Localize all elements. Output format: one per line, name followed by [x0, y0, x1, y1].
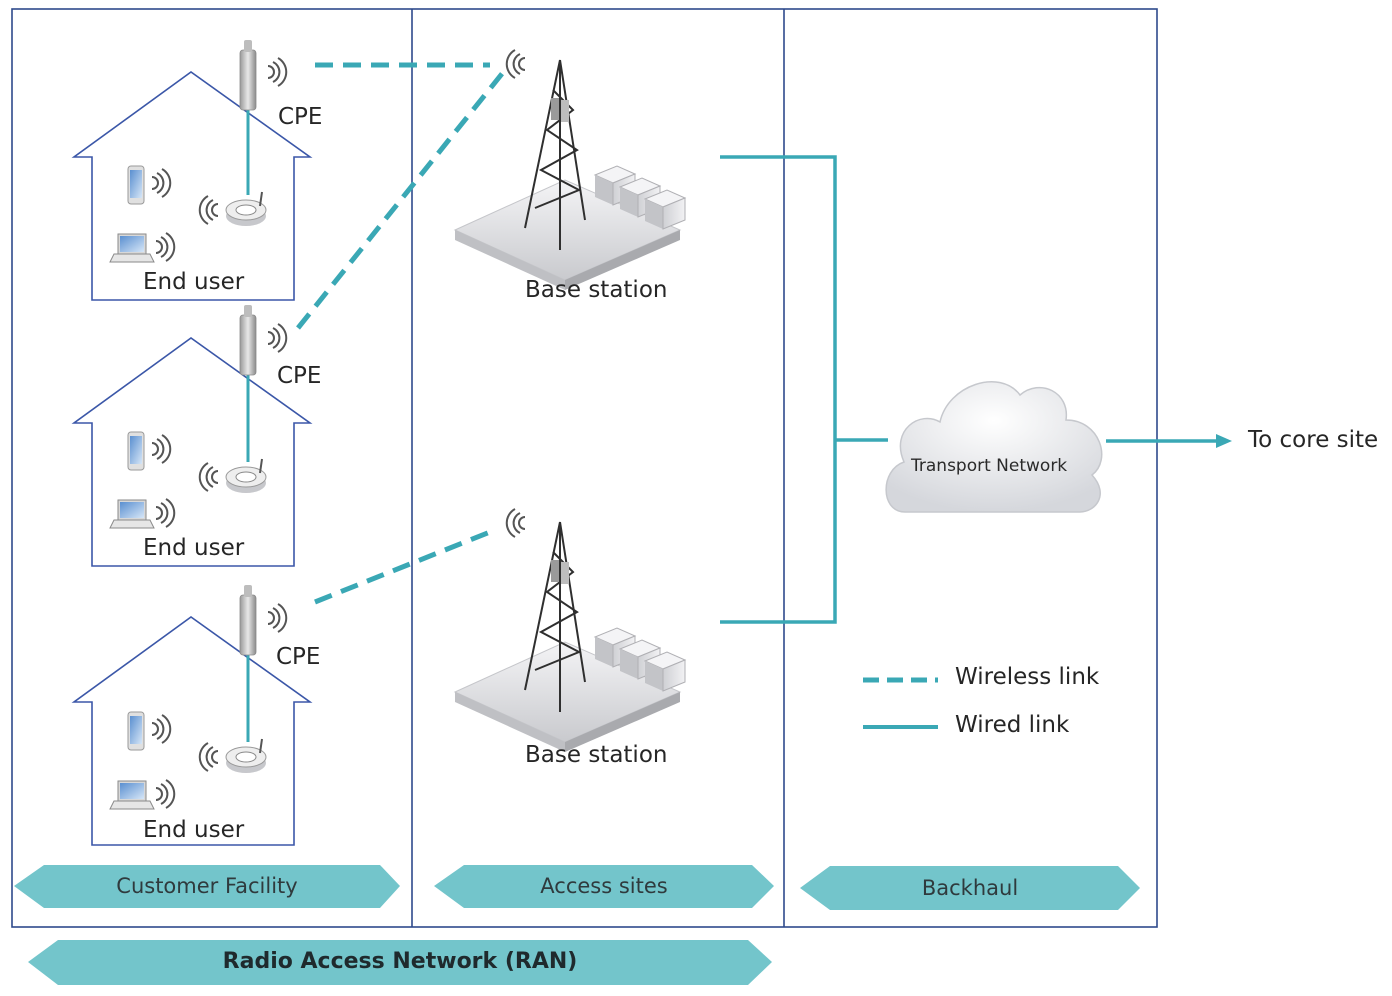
customer-facility-banner: Customer Facility: [116, 874, 298, 898]
legend-wired-label: Wired link: [955, 712, 1070, 738]
house-2: [71, 304, 313, 567]
phone-icon: [127, 165, 145, 205]
cpe-label-1: CPE: [278, 104, 323, 130]
wifi-signal-icon: [155, 232, 176, 262]
router-icon: [225, 191, 267, 227]
wifi-signal-icon: [505, 49, 526, 79]
base-station-label-2: Base station: [525, 742, 668, 768]
wireless-links: [296, 62, 507, 605]
base-station-2: [454, 508, 686, 753]
core-site-label: To core site: [1248, 427, 1379, 453]
wifi-signal-icon: [151, 168, 172, 198]
section-banners: [14, 865, 1140, 985]
cloud-icon: [885, 381, 1103, 513]
transport-network-label: Transport Network: [911, 456, 1068, 476]
end-user-label-2: End user: [143, 535, 245, 561]
wifi-signal-icon: [198, 195, 219, 225]
end-user-label-1: End user: [143, 269, 245, 295]
house-3: [71, 584, 313, 846]
base-station-label-1: Base station: [525, 277, 668, 303]
tower-icon: [454, 59, 686, 291]
legend-wireless-label: Wireless link: [955, 664, 1100, 690]
arrow-icon: [1216, 434, 1232, 448]
end-user-label-3: End user: [143, 817, 245, 843]
house-1: [71, 39, 313, 301]
cpe-label-2: CPE: [277, 363, 322, 389]
ran-banner: Radio Access Network (RAN): [222, 949, 578, 974]
backhaul-banner: Backhaul: [921, 876, 1019, 900]
access-sites-banner: Access sites: [540, 874, 668, 898]
antenna-icon: [239, 39, 257, 111]
wifi-signal-icon: [267, 57, 288, 87]
laptop-icon: [109, 233, 155, 263]
wired-links: [720, 155, 1218, 624]
section-borders: [11, 8, 1158, 928]
cpe-label-3: CPE: [276, 644, 321, 670]
